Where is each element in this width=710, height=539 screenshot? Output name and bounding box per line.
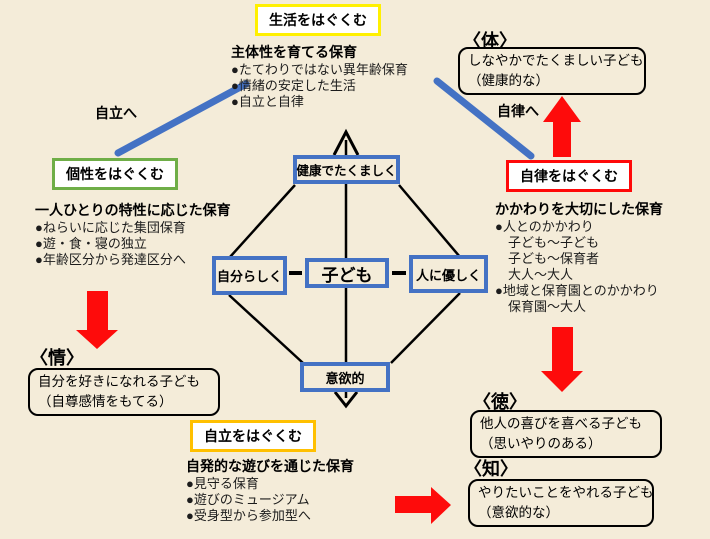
diamond-box-healthy: 健康でたくましく — [293, 155, 400, 184]
diamond-box-be-yourself: 自分らしく — [212, 256, 287, 295]
text-line: 大人～大人 — [495, 267, 574, 282]
blue-connector-left — [114, 80, 250, 157]
badge-nurture-life: 生活をはぐくむ — [255, 4, 381, 36]
text-line: ●人とのかかわり — [495, 219, 594, 234]
text-line: ●情緒の安定した生活 — [231, 78, 356, 93]
text-line: やりたいことをやれる子ども — [478, 485, 654, 500]
red-arrow-down-right-icon — [541, 327, 583, 392]
text-line: （健康的な） — [468, 73, 549, 88]
axis-arrowhead-up-icon — [332, 128, 360, 156]
diamond-edge-bottomright — [390, 292, 461, 364]
text-line: ●地域と保育園とのかかわり — [495, 283, 659, 298]
badge-nurture-individuality: 個性をはぐくむ — [52, 158, 178, 190]
text-line: ●たてわりではない異年齢保育 — [231, 62, 408, 77]
badge-nurture-autonomy: 自律をはぐくむ — [506, 160, 632, 192]
diamond-edge-topleft — [229, 184, 296, 258]
heading-body: 〈体〉 — [463, 31, 517, 51]
diamond-edge-topright — [398, 184, 461, 258]
outcome-box-emotion: 自分を好きになれる子ども （自尊感情をもてる） — [28, 368, 220, 416]
badge-nurture-independence: 自立をはぐくむ — [190, 420, 316, 452]
care-block-independence-minded: 主体性を育てる保育 ●たてわりではない異年齢保育●情緒の安定した生活●自立と自律 — [231, 44, 408, 110]
outcome-box-knowledge: やりたいことをやれる子ども （意欲的な） — [468, 479, 654, 527]
text-line: ●年齢区分から発達区分へ — [35, 252, 186, 267]
diamond-box-kind-to-others: 人に優しく — [409, 255, 488, 293]
outcome-box-virtue: 他人の喜びを喜べる子ども （思いやりのある） — [470, 410, 662, 458]
text-line: ●自立と自律 — [231, 94, 304, 109]
care-title: かかわりを大切にした保育 — [495, 201, 663, 217]
diamond-edge-bottomleft — [228, 294, 304, 364]
red-arrow-down-left-icon — [76, 291, 118, 349]
heading-emotion: 〈情〉 — [30, 348, 84, 368]
text-line: しなやかでたくましい子ども — [468, 53, 644, 68]
heading-knowledge: 〈知〉 — [464, 459, 518, 479]
care-points: ●人とのかかわり 子ども～子ども 子ども～保育者 大人～大人●地域と保育園とのか… — [495, 219, 663, 315]
text-line: （自尊感情をもてる） — [38, 394, 173, 409]
care-title: 一人ひとりの特性に応じた保育 — [35, 202, 231, 218]
text-line: 他人の喜びを喜べる子ども — [480, 416, 642, 431]
text-line: ●遊・食・寝の独立 — [35, 236, 147, 251]
text-line: ●受身型から参加型へ — [186, 508, 311, 523]
axis-arrowhead-down-icon — [333, 391, 359, 409]
text-line: 子ども～保育者 — [495, 251, 600, 266]
care-title: 自発的な遊びを通じた保育 — [186, 458, 354, 474]
text-line: （意欲的な） — [478, 505, 559, 520]
care-points: ●見守る保育●遊びのミュージアム●受身型から参加型へ — [186, 476, 354, 524]
diamond-box-child: 子ども — [305, 258, 389, 288]
care-title: 主体性を育てる保育 — [231, 44, 357, 60]
text-line: （思いやりのある） — [480, 436, 602, 451]
text-line: ●見守る保育 — [186, 476, 259, 491]
care-points: ●ねらいに応じた集団保育●遊・食・寝の独立●年齢区分から発達区分へ — [35, 220, 231, 268]
care-block-relationships: かかわりを大切にした保育 ●人とのかかわり 子ども～子ども 子ども～保育者 大人… — [495, 201, 663, 315]
text-line: ●ねらいに応じた集団保育 — [35, 220, 186, 235]
heading-virtue: 〈徳〉 — [473, 392, 527, 412]
red-arrow-right-icon — [395, 487, 451, 524]
label-toward-autonomy: 自律へ — [497, 103, 539, 119]
text-line: 子ども～子ども — [495, 235, 600, 250]
red-arrow-up-icon — [543, 96, 581, 157]
care-block-spontaneous-play: 自発的な遊びを通じた保育 ●見守る保育●遊びのミュージアム●受身型から参加型へ — [186, 458, 354, 524]
care-points: ●たてわりではない異年齢保育●情緒の安定した生活●自立と自律 — [231, 62, 408, 110]
label-toward-independence: 自立へ — [95, 105, 137, 121]
care-block-individuality: 一人ひとりの特性に応じた保育 ●ねらいに応じた集団保育●遊・食・寝の独立●年齢区… — [35, 202, 231, 268]
text-line: 自分を好きになれる子ども — [38, 374, 200, 389]
outcome-box-body: しなやかでたくましい子ども （健康的な） — [458, 47, 646, 95]
text-line: 保育園～大人 — [495, 299, 587, 314]
diamond-box-motivated: 意欲的 — [300, 362, 390, 392]
text-line: ●遊びのミュージアム — [186, 492, 310, 507]
